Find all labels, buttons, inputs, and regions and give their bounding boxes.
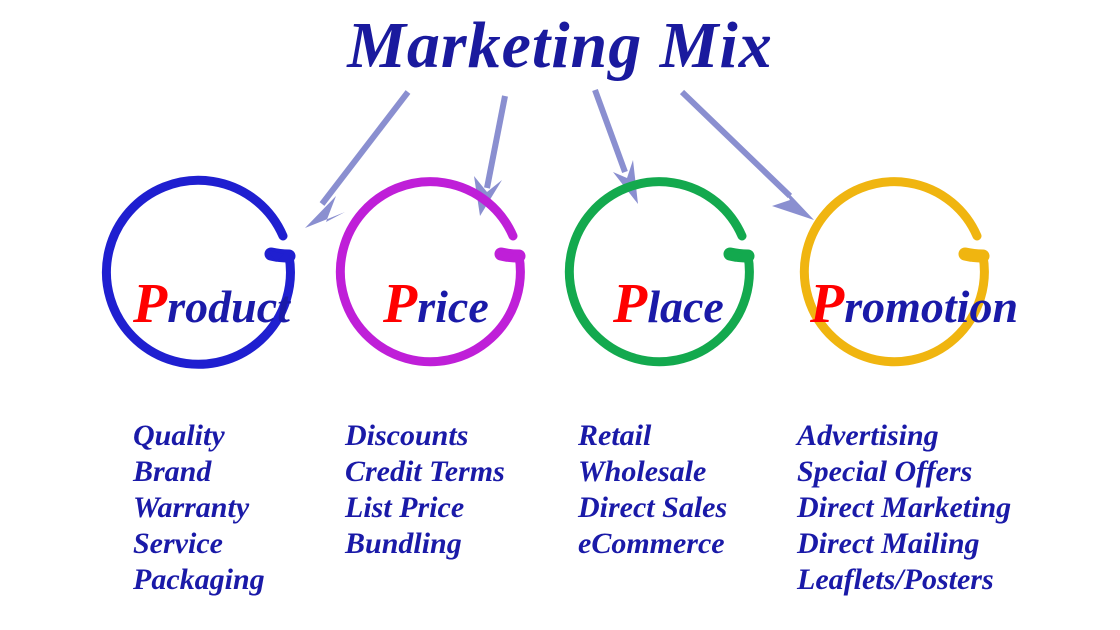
ring-label-promotion: Promotion bbox=[810, 276, 1018, 332]
list-item: Retail bbox=[578, 419, 652, 452]
feature-list-place: Retail Wholesale Direct Sales eCommerce bbox=[578, 418, 727, 562]
ring-label-price: Price bbox=[383, 276, 489, 332]
list-item: Direct Sales bbox=[578, 491, 728, 524]
list-item: Leaflets/Posters bbox=[797, 563, 994, 596]
arrow-to-product bbox=[305, 90, 411, 228]
arrow-to-place bbox=[592, 88, 638, 204]
list-item: Wholesale bbox=[578, 455, 707, 488]
list-item: Credit Terms bbox=[345, 455, 505, 488]
ring-initial-product: P bbox=[133, 273, 168, 335]
feature-list-promotion: Advertising Special Offers Direct Market… bbox=[797, 418, 1011, 598]
list-item: Direct Mailing bbox=[797, 527, 980, 560]
ring-rest-price: rice bbox=[417, 281, 489, 332]
ring-rest-place: lace bbox=[647, 281, 724, 332]
list-item: Service bbox=[133, 527, 223, 560]
list-item: Quality bbox=[133, 419, 225, 452]
list-item: Brand bbox=[133, 455, 212, 488]
feature-list-price: Discounts Credit Terms List Price Bundli… bbox=[345, 418, 505, 562]
list-item: Bundling bbox=[345, 527, 462, 560]
arrow-to-promotion bbox=[679, 89, 814, 220]
list-item: List Price bbox=[345, 491, 465, 524]
ring-price bbox=[335, 177, 526, 367]
ring-promotion bbox=[799, 177, 990, 367]
ring-initial-place: P bbox=[613, 273, 648, 335]
list-item: Discounts bbox=[345, 419, 469, 452]
feature-list-product: Quality Brand Warranty Service Packaging bbox=[133, 418, 265, 598]
arrow-to-price bbox=[474, 95, 508, 216]
ring-initial-price: P bbox=[383, 273, 418, 335]
ring-label-place: Place bbox=[613, 276, 724, 332]
page-title: Marketing Mix bbox=[347, 9, 773, 82]
ring-rest-promotion: romotion bbox=[844, 281, 1019, 332]
list-item: Packaging bbox=[133, 563, 265, 596]
list-item: Advertising bbox=[797, 419, 939, 452]
ring-product bbox=[101, 175, 296, 369]
ring-place bbox=[564, 177, 755, 367]
ring-rest-product: roduct bbox=[167, 281, 290, 332]
list-item: Warranty bbox=[133, 491, 250, 524]
list-item: Direct Marketing bbox=[797, 491, 1012, 524]
list-item: eCommerce bbox=[578, 527, 725, 560]
ring-label-product: Product bbox=[133, 276, 290, 332]
ring-initial-promotion: P bbox=[810, 273, 845, 335]
list-item: Special Offers bbox=[797, 455, 973, 488]
